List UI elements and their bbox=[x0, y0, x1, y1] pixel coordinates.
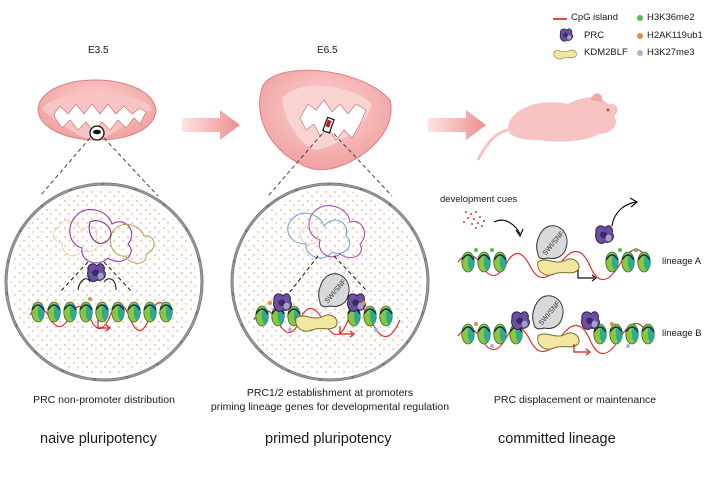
title-naive-pluripotency: naive pluripotency bbox=[40, 431, 157, 447]
stage-e65: E6.5 bbox=[317, 45, 338, 56]
legend-h2ak119ub1: H2AK119ub1 bbox=[647, 30, 703, 41]
prc-legend-icon bbox=[559, 28, 573, 42]
arrow-right-1 bbox=[182, 110, 240, 140]
caption-committed: PRC displacement or maintenance bbox=[493, 394, 657, 406]
lineage-b-chromatin: SWI/SNF bbox=[457, 295, 655, 356]
lineage-a-chromatin: SWI/SNF bbox=[457, 197, 651, 282]
arrow-right-2 bbox=[428, 110, 486, 140]
caption-primed-line2: priming lineage genes for developmental … bbox=[210, 401, 450, 413]
legend-prc: PRC bbox=[584, 30, 605, 41]
legend-h3k36me2: H3K36me2 bbox=[647, 12, 695, 23]
lineage-b-label: lineage B bbox=[662, 328, 702, 339]
stage-e35: E3.5 bbox=[88, 45, 109, 56]
kdm-legend-icon bbox=[553, 49, 577, 60]
legend-cpg-island: CpG island bbox=[571, 12, 618, 23]
legend bbox=[553, 15, 643, 60]
h2ak119ub1-legend-dot bbox=[637, 33, 643, 39]
caption-naive: PRC non-promoter distribution bbox=[33, 394, 175, 406]
legend-h3k27me3: H3K27me3 bbox=[647, 47, 695, 58]
embryo-e35 bbox=[37, 79, 157, 141]
lineage-a-label: lineage A bbox=[662, 256, 702, 267]
h3k27me3-legend-dot bbox=[637, 50, 643, 56]
caption-primed-line1: PRC1/2 establishment at promoters bbox=[246, 387, 414, 399]
legend-kdm2blf: KDM2BLF bbox=[584, 47, 628, 58]
development-cues-dots bbox=[463, 211, 485, 229]
title-primed-pluripotency: primed pluripotency bbox=[265, 431, 392, 447]
embryo-e65 bbox=[259, 69, 392, 171]
development-cues-label: development cues bbox=[440, 194, 518, 205]
title-committed-lineage: committed lineage bbox=[498, 431, 616, 447]
nucleus-naive bbox=[4, 182, 204, 382]
mouse-icon bbox=[476, 93, 618, 161]
nucleus-primed: SWI/SNF bbox=[230, 182, 430, 382]
h3k36me2-legend-dot bbox=[637, 15, 643, 21]
zoom-lines bbox=[39, 133, 393, 197]
cue-arrow bbox=[493, 219, 521, 235]
